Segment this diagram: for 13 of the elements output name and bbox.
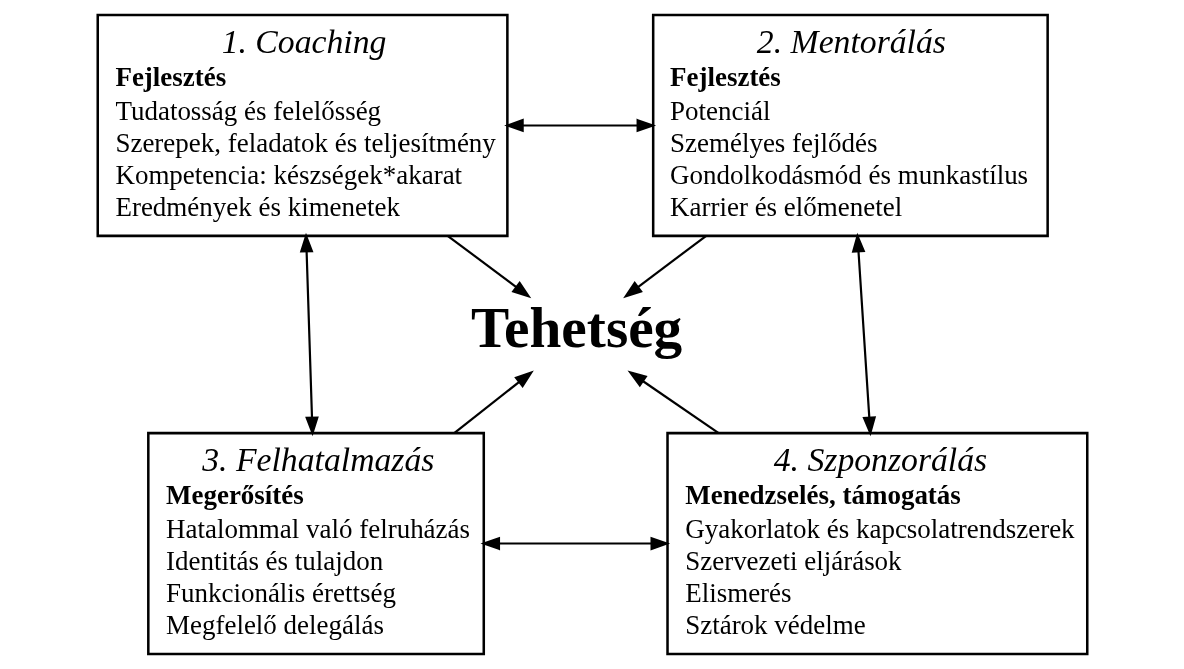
arrow xyxy=(851,232,876,437)
arrow xyxy=(299,232,319,437)
arrow xyxy=(503,118,656,133)
node-text: Tehetség xyxy=(470,296,682,360)
arrow xyxy=(479,536,670,551)
node-box: 4. Szponzorálás Menedzselés, támogatás Gyakorlatok és kapcsolatrendszerek Szervezeti eljárások Elismerés Sztárok védelme xyxy=(665,431,1089,656)
node-box: 2. Mentorálás Fejlesztés Potenciál Személyes fejlődés Gondolkodásmód és munkastílus Karrier és előmenetel xyxy=(651,13,1049,238)
arrow xyxy=(453,370,534,434)
arrow xyxy=(446,235,531,299)
node-box: 3. Felhatalmazás Megerősítés Hatalommal való felruházás Identitás és tulajdon Funkcionális érettség Megfelelő delegálás xyxy=(146,431,485,656)
node-box: 1. Coaching Fejlesztés Tudatosság és felelősség Szerepek, feladatok és teljesítmény Kompetencia: készségek*akarat Eredmények és kimenetek xyxy=(95,13,509,238)
arrow xyxy=(622,235,707,299)
arrow xyxy=(627,370,719,434)
